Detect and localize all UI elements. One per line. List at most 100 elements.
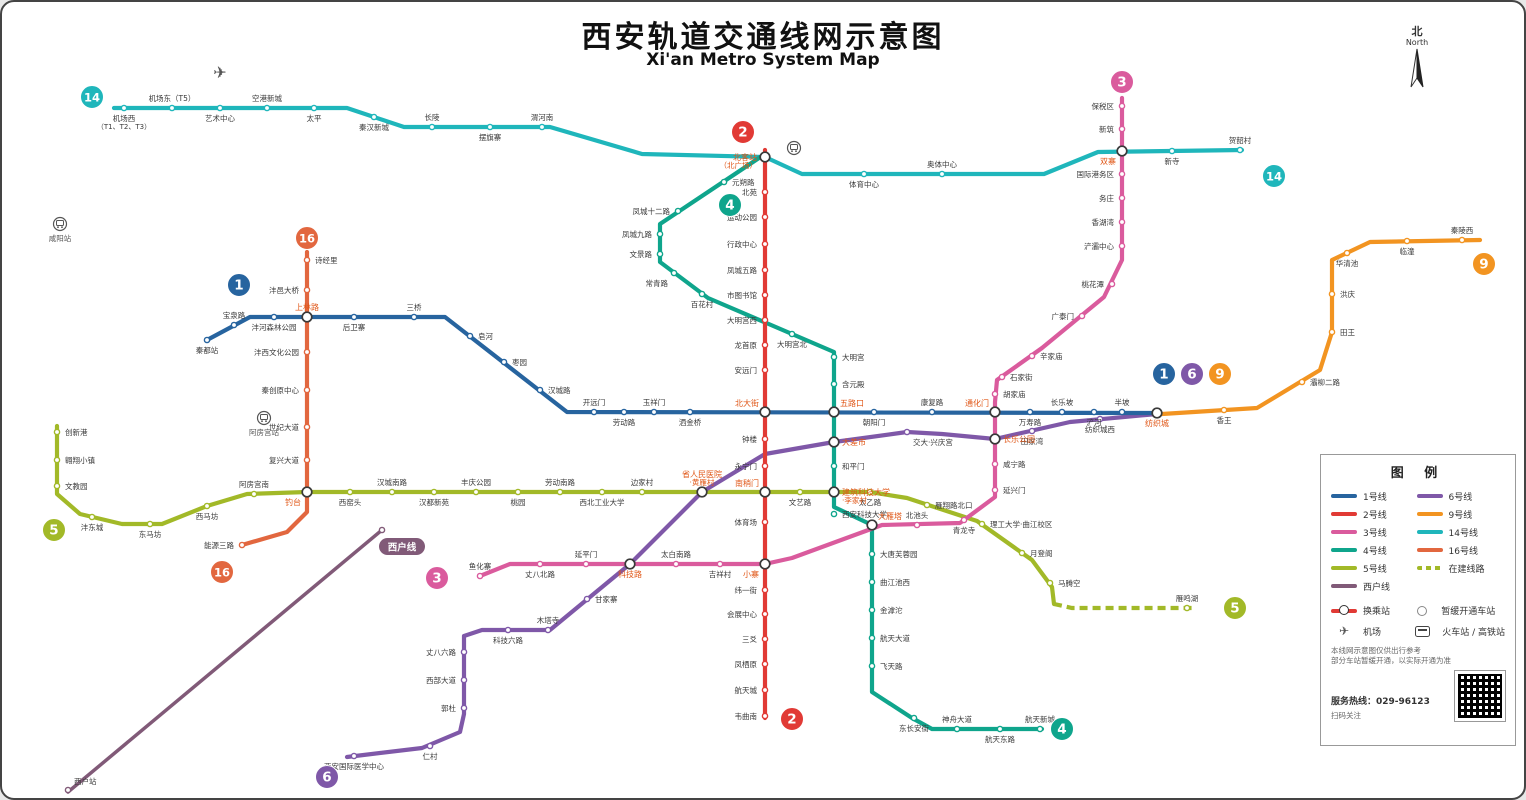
railway-station-icon bbox=[786, 140, 802, 156]
station-dot bbox=[64, 786, 72, 794]
station-dot bbox=[638, 488, 646, 496]
station-dot bbox=[761, 291, 769, 299]
airplane-icon: ✈ bbox=[213, 63, 226, 82]
station-label: 运动公园 bbox=[727, 212, 757, 222]
station-label: 沣西文化公园 bbox=[254, 347, 299, 357]
legend-line-swatch bbox=[1416, 512, 1443, 516]
station-dot bbox=[514, 488, 522, 496]
station-dot bbox=[716, 560, 724, 568]
station-dot bbox=[544, 626, 552, 634]
station-dot bbox=[903, 428, 911, 436]
station-label: 文景路 bbox=[630, 249, 653, 259]
station-label: 诗经里 bbox=[315, 255, 338, 265]
station-label: 航天大道 bbox=[880, 633, 910, 643]
station-label: 凤城九路 bbox=[622, 229, 652, 239]
station-label: 摆旗寨 bbox=[479, 132, 502, 142]
station-label: 北大街 bbox=[735, 398, 759, 408]
station-label: 田家湾 bbox=[1021, 436, 1044, 446]
station-label: 长乐坡 bbox=[1051, 397, 1074, 407]
station-dot bbox=[378, 526, 386, 534]
railway-icon-wheel bbox=[261, 420, 263, 423]
line-badge-label: 1 bbox=[234, 278, 243, 294]
station-label: 大明宫 bbox=[842, 352, 865, 362]
station-dot bbox=[830, 353, 838, 361]
transfer-station-dot bbox=[301, 311, 313, 323]
station-label: 延兴门 bbox=[1003, 485, 1026, 495]
station-dot bbox=[1046, 579, 1054, 587]
station-dot bbox=[761, 316, 769, 324]
station-label: 太白南路 bbox=[661, 549, 691, 559]
station-dot bbox=[991, 460, 999, 468]
line-xihu bbox=[66, 528, 384, 794]
station-label: 汉城路 bbox=[548, 385, 571, 395]
transfer-station-dot bbox=[759, 406, 771, 418]
station-label-2: ·李家村 bbox=[842, 495, 867, 505]
station-dot bbox=[1236, 146, 1244, 154]
station-dot bbox=[538, 123, 546, 131]
station-dot bbox=[686, 408, 694, 416]
line-badge-label: 5 bbox=[1230, 601, 1239, 617]
legend-line-swatch bbox=[1416, 566, 1443, 570]
transfer-station-dot bbox=[696, 486, 708, 498]
station-dot bbox=[761, 213, 769, 221]
legend-item: 1号线 bbox=[1331, 487, 1411, 505]
transfer-station-dot bbox=[989, 406, 1001, 418]
line-badge-label: 9 bbox=[1479, 257, 1488, 273]
station-label: 宝泉路 bbox=[223, 310, 246, 320]
legend-item-label: 14号线 bbox=[1448, 528, 1478, 539]
station-dot bbox=[504, 626, 512, 634]
station-dot bbox=[203, 502, 211, 510]
legend-marker-label: 火车站 / 高铁站 bbox=[1442, 627, 1505, 638]
station-label: 东马坊 bbox=[139, 529, 162, 539]
station-label: 马腾空 bbox=[1058, 578, 1081, 588]
station-label: 香王 bbox=[1217, 415, 1233, 425]
station-label: 劳动路 bbox=[613, 417, 636, 427]
legend-note: 部分车站暂缓开通，以实际开通为准 bbox=[1331, 656, 1451, 665]
station-label: 五路口 bbox=[840, 398, 864, 408]
station-dot bbox=[672, 560, 680, 568]
station-label: 东长安街 bbox=[899, 723, 929, 733]
station-dot bbox=[761, 518, 769, 526]
transfer-station-dot bbox=[989, 433, 1001, 445]
station-label: 万寿路 bbox=[1019, 417, 1042, 427]
line-badge-3 bbox=[425, 566, 449, 590]
station-dot bbox=[1118, 194, 1126, 202]
station-label: 永宁门 bbox=[735, 461, 758, 471]
compass: 北 North bbox=[1394, 26, 1440, 97]
line-badge-16 bbox=[295, 226, 319, 250]
station-label: 新筑 bbox=[1099, 124, 1115, 134]
transfer-station-dot bbox=[828, 406, 840, 418]
station-label: 北池头 bbox=[906, 510, 929, 520]
station-label: 双寨 bbox=[1100, 156, 1116, 166]
station-label: 玉祥门 bbox=[643, 397, 666, 407]
legend-marker-label: 机场 bbox=[1363, 627, 1382, 638]
station-dot bbox=[303, 423, 311, 431]
legend-item: 3号线 bbox=[1331, 523, 1411, 541]
station-dot bbox=[761, 610, 769, 618]
railway-station-icon bbox=[52, 216, 68, 232]
station-label: 上林路 bbox=[295, 302, 319, 312]
legend-note: 本线网示意图仅供出行参考 bbox=[1331, 646, 1421, 655]
line-badge-5 bbox=[1223, 596, 1247, 620]
station-dot bbox=[860, 170, 868, 178]
station-label: 钓台 bbox=[285, 497, 301, 507]
legend-item-label: 16号线 bbox=[1448, 546, 1478, 557]
line-badge-16 bbox=[210, 560, 234, 584]
station-label: 龙首原 bbox=[735, 340, 758, 350]
railway-icon-body bbox=[790, 144, 798, 150]
station-label: 辛家庙 bbox=[1040, 351, 1063, 361]
line-badge-label: 4 bbox=[725, 198, 734, 214]
station-label: 常青路 bbox=[646, 278, 669, 288]
station-label: 保税区 bbox=[1092, 101, 1115, 111]
station-dot bbox=[991, 390, 999, 398]
station-dot bbox=[868, 662, 876, 670]
station-dot bbox=[486, 123, 494, 131]
station-dot bbox=[1028, 427, 1036, 435]
station-label: 凤栖原 bbox=[735, 659, 758, 669]
station-label: 纺织城 bbox=[1145, 418, 1169, 428]
station-label: 贺韶村 bbox=[1229, 135, 1252, 145]
station-label: 西安国际医学中心 bbox=[324, 761, 384, 771]
legend-marker-plane: ✈机场 bbox=[1331, 624, 1409, 638]
line-badge-label: 1 bbox=[1159, 367, 1168, 383]
